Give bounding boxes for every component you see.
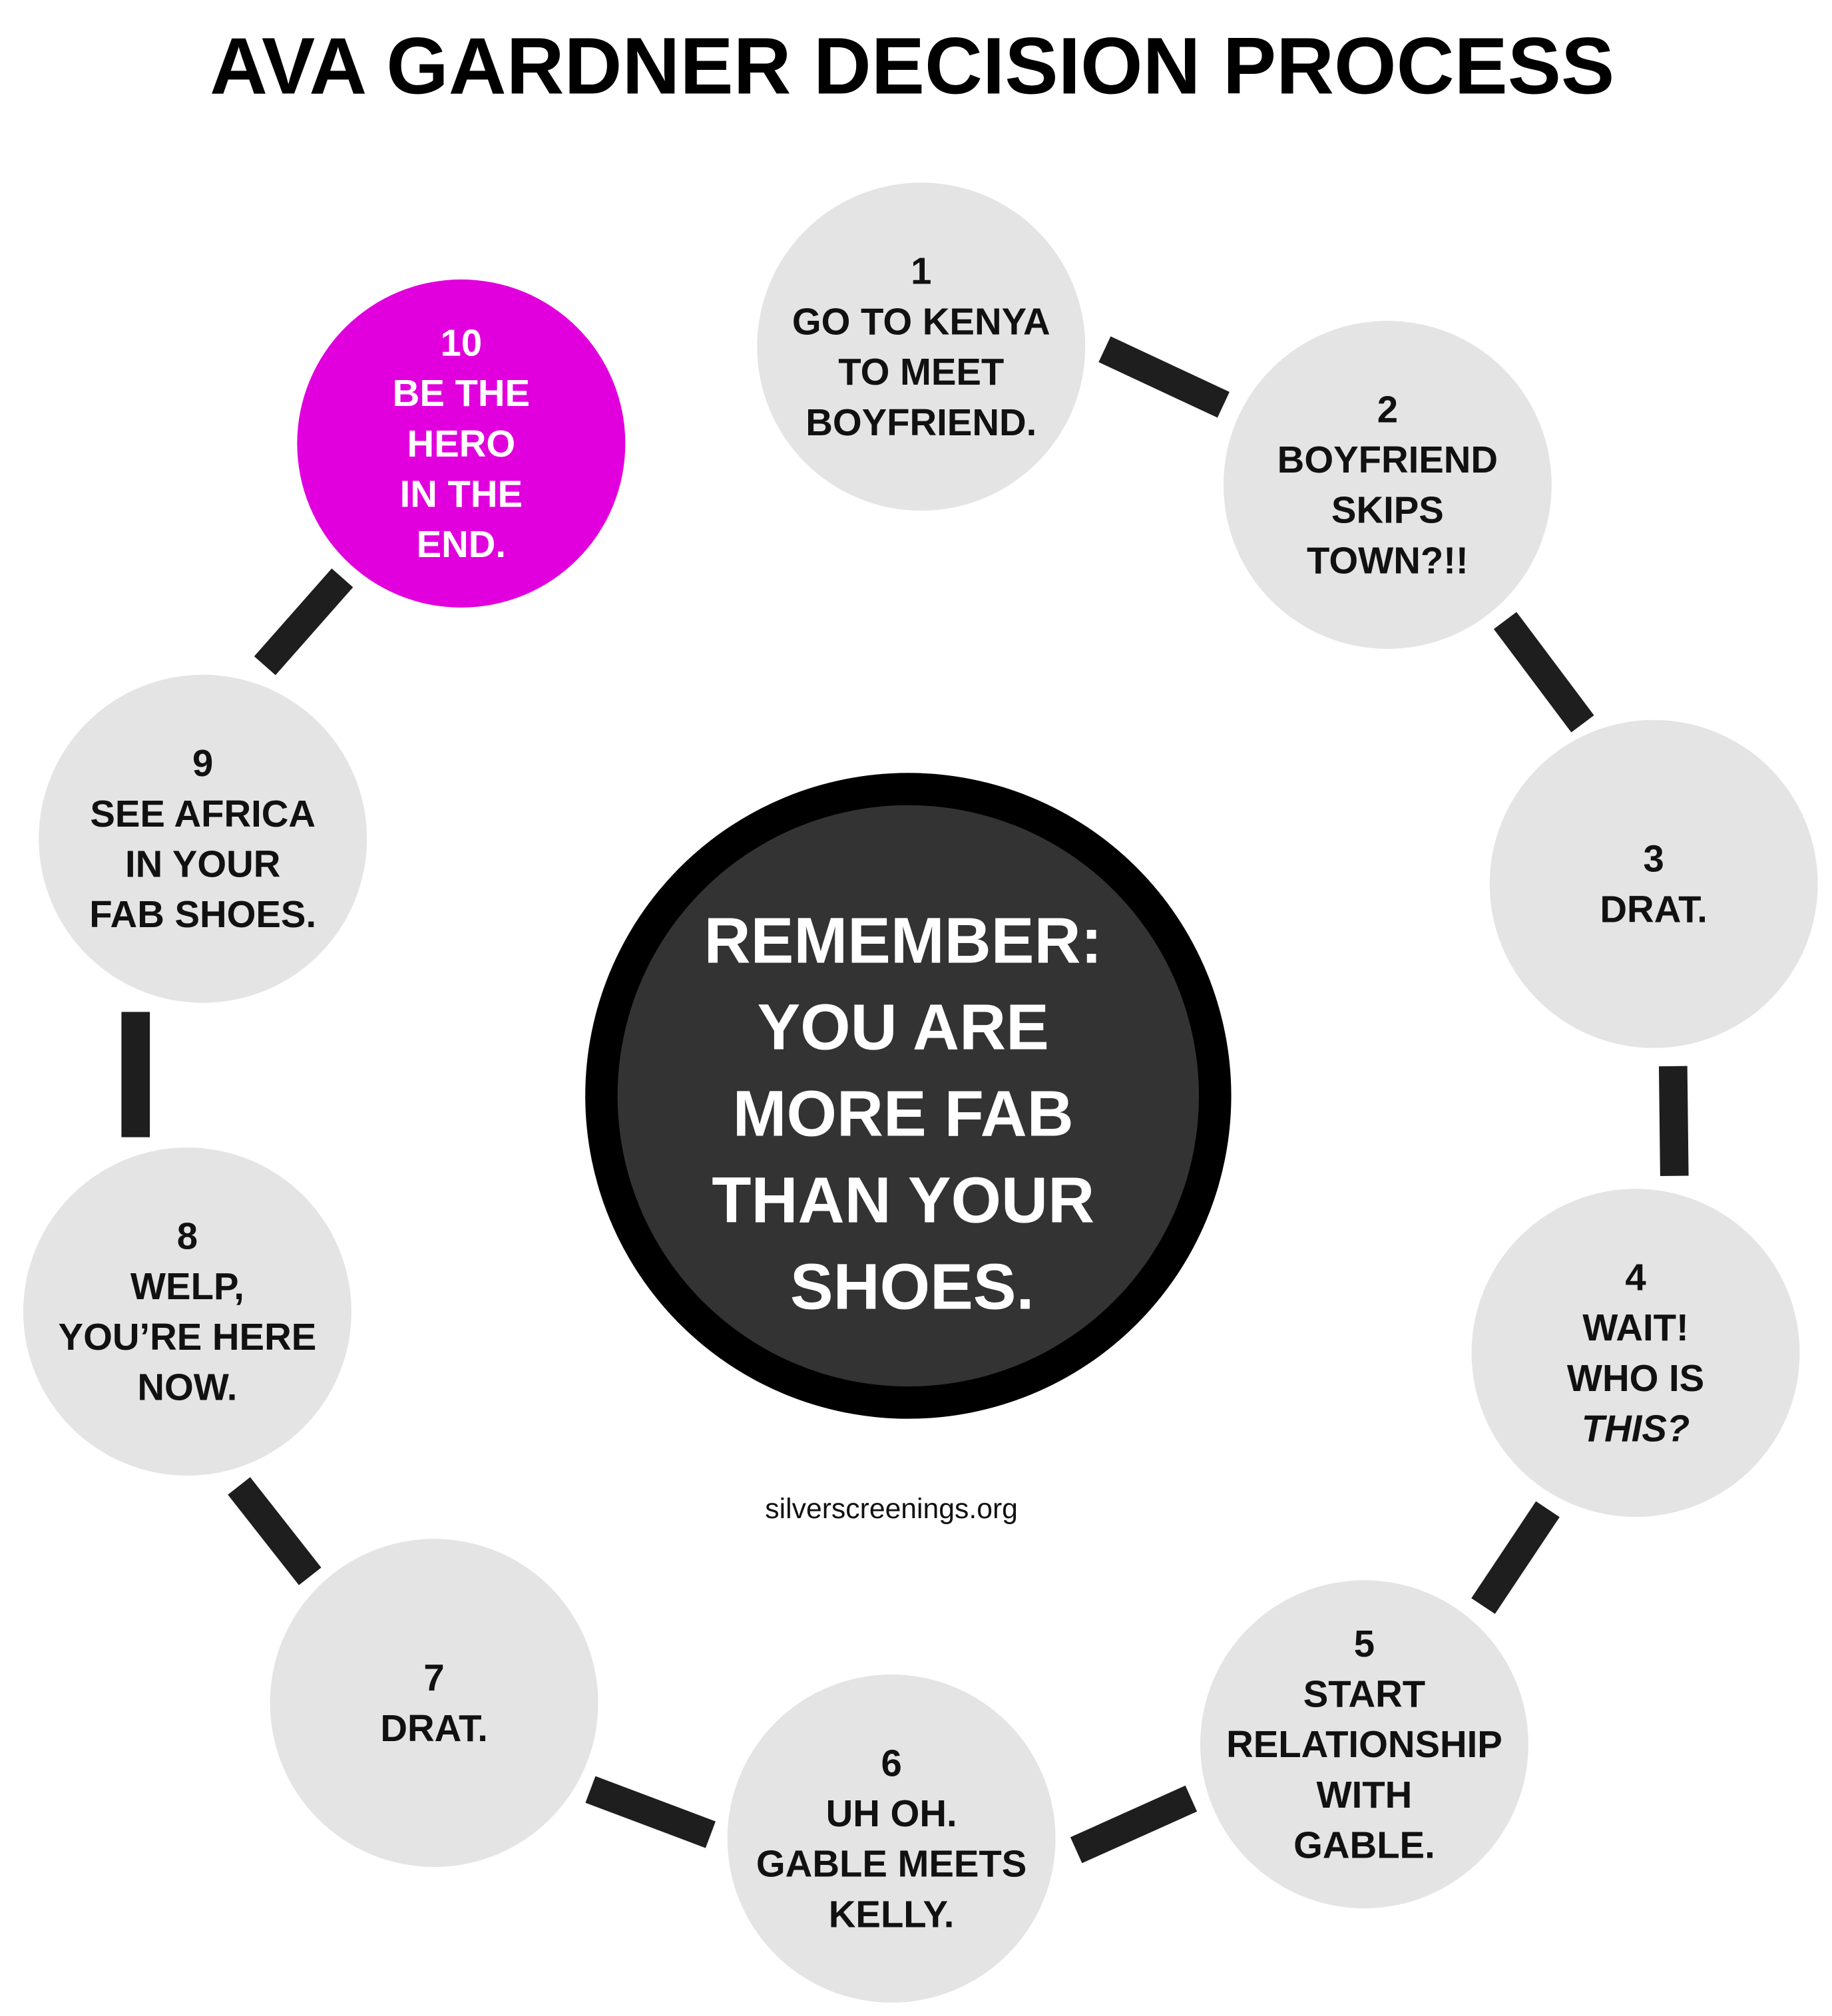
center-line: YOU ARE	[757, 991, 1048, 1064]
step-number: 4	[1625, 1257, 1646, 1299]
step-number: 10	[441, 321, 483, 363]
step-line: WELP,	[130, 1265, 244, 1307]
step-line: RELATIONSHIP	[1226, 1723, 1502, 1765]
step-text: 10 BE THE HERO IN THE END.	[393, 321, 530, 565]
step-number: 2	[1377, 388, 1398, 430]
step-circle	[1489, 719, 1818, 1048]
step-line: YOU’RE HERE	[59, 1316, 317, 1358]
connector-arrow	[1658, 1066, 1689, 1177]
connector-arrow	[1070, 1785, 1198, 1864]
step-line: BOYFRIEND	[1277, 439, 1498, 481]
step-number: 5	[1354, 1623, 1375, 1665]
step-6: 6 UH OH. GABLE MEETS KELLY.	[727, 1674, 1056, 2003]
step-number: 3	[1644, 838, 1664, 880]
step-line: TO MEET	[838, 351, 1004, 393]
center-message: REMEMBER: YOU ARE MORE FAB THAN YOUR SHO…	[585, 773, 1232, 1419]
step-line: GABLE MEETS	[756, 1843, 1027, 1885]
step-circle	[270, 1539, 598, 1868]
center-text: REMEMBER: YOU ARE MORE FAB THAN YOUR SHO…	[704, 905, 1120, 1323]
center-line: REMEMBER:	[704, 905, 1102, 977]
step-line: BOYFRIEND.	[805, 401, 1036, 443]
step-line: WITH	[1317, 1774, 1413, 1816]
step-line: IN YOUR	[125, 843, 280, 885]
step-line: NOW.	[137, 1366, 237, 1408]
step-line: DRAT.	[1600, 888, 1708, 930]
step-number: 1	[911, 250, 931, 292]
connectors	[121, 336, 1689, 1864]
credit-text: silverscreenings.org	[765, 1493, 1018, 1525]
step-10: 10 BE THE HERO IN THE END.	[297, 279, 626, 608]
connector-arrow	[585, 1776, 716, 1848]
step-number: 8	[177, 1215, 198, 1257]
step-line: THIS?	[1582, 1408, 1690, 1450]
step-line: WAIT!	[1582, 1307, 1688, 1348]
step-circle	[757, 182, 1086, 511]
step-line: UH OH.	[826, 1792, 957, 1834]
step-circle	[1223, 321, 1552, 649]
step-number: 9	[192, 742, 213, 784]
step-circle	[727, 1674, 1056, 2003]
connector-arrow	[1493, 612, 1594, 733]
step-number: 7	[423, 1657, 444, 1699]
step-line: IN THE	[400, 473, 523, 514]
step-line: DRAT.	[380, 1707, 488, 1749]
connector-arrow	[1471, 1501, 1560, 1614]
step-line: FAB SHOES.	[89, 893, 316, 935]
step-line: TOWN?!!	[1307, 539, 1469, 581]
step-line: GABLE.	[1293, 1824, 1435, 1866]
center-line: SHOES.	[790, 1251, 1034, 1323]
page-title: AVA GARDNER DECISION PROCESS	[210, 21, 1614, 110]
connector-arrow	[254, 568, 353, 676]
step-line: WHO IS	[1567, 1357, 1704, 1399]
step-circle	[23, 1147, 351, 1476]
step-circle	[297, 279, 626, 608]
step-circle	[39, 674, 367, 1003]
step-line: SKIPS	[1331, 489, 1444, 531]
step-number: 6	[881, 1742, 901, 1784]
step-line: START	[1303, 1673, 1425, 1714]
step-circle	[1471, 1189, 1800, 1517]
center-line: THAN YOUR	[712, 1164, 1094, 1237]
step-line: HERO	[407, 423, 516, 465]
step-line: SEE AFRICA	[90, 793, 316, 835]
step-line: BE THE	[393, 372, 530, 414]
step-1: 1 GO TO KENYA TO MEET BOYFRIEND.	[757, 182, 1086, 511]
step-line: KELLY.	[829, 1893, 955, 1935]
connector-arrow	[228, 1477, 322, 1585]
step-text: 1 GO TO KENYA TO MEET BOYFRIEND.	[792, 250, 1050, 443]
step-line: END.	[417, 523, 506, 565]
connector-arrow	[1098, 336, 1230, 418]
center-disc	[617, 805, 1200, 1387]
center-line: MORE FAB	[733, 1078, 1074, 1150]
step-line: GO TO KENYA	[792, 300, 1050, 342]
step-circle	[1200, 1580, 1528, 1909]
step-text: 6 UH OH. GABLE MEETS KELLY.	[756, 1742, 1027, 1935]
